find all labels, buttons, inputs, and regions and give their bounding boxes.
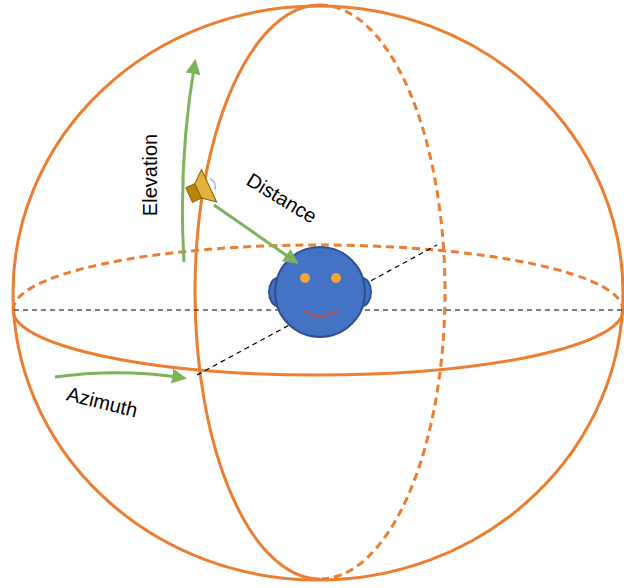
distance-label: Distance [244,169,321,226]
elevation-label: Elevation [140,134,160,216]
azimuth-label: Azimuth [65,384,140,421]
